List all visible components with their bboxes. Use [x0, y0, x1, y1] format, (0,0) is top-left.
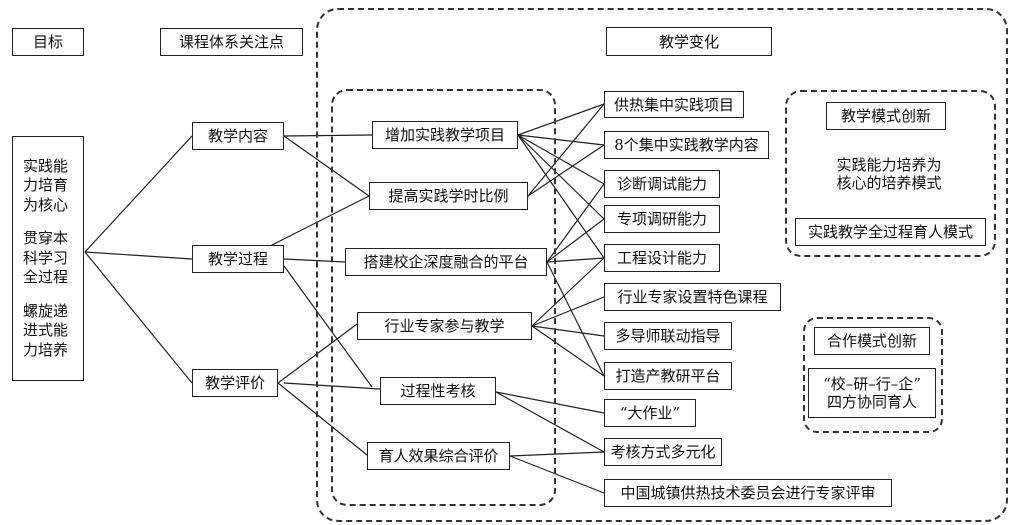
goal-line: 进式能 [23, 321, 69, 340]
connector [546, 218, 605, 263]
connector [283, 258, 346, 263]
connector [517, 103, 605, 136]
change-research-ability: 专项调研能力 [604, 205, 720, 233]
connector [546, 261, 605, 377]
teaching-mode-group [785, 90, 996, 257]
change-expert-courses: 行业专家设置特色课程 [604, 283, 781, 311]
connector [269, 195, 370, 247]
connector [517, 134, 605, 259]
change-big-assignment: “大作业” [604, 399, 696, 427]
change-8-practice-contents: 8个集中实践教学内容 [604, 131, 769, 159]
measure-experts: 行业专家参与教学 [357, 312, 532, 340]
connector [517, 134, 605, 146]
goal-line: 力培育 [23, 176, 69, 195]
teaching-mode-line: 实践能力培养为 [836, 156, 942, 174]
connector [531, 325, 605, 337]
change-design-ability: 工程设计能力 [604, 244, 720, 272]
goal-line: 力培养 [23, 340, 69, 359]
connector [546, 183, 605, 263]
change-platform-build: 打造产教研平台 [604, 362, 732, 390]
goal-line: 贯穿本 [23, 229, 69, 248]
change-multi-mentor: 多导师联动指导 [604, 322, 732, 350]
header-teaching-change: 教学变化 [606, 27, 772, 56]
connector [495, 391, 605, 453]
connector [531, 257, 605, 327]
coop-mode-line: “校–研–行–企” [823, 375, 921, 393]
connector [277, 382, 368, 456]
connector [509, 451, 605, 457]
measure-raise-ratio: 提高实践学时比例 [369, 182, 528, 210]
goal-line: 全过程 [23, 268, 69, 287]
connector [84, 251, 193, 384]
measure-add-projects: 增加实践教学项目 [372, 121, 518, 149]
goal-line: 实践能 [23, 156, 69, 175]
measure-overall-evaluation: 育人效果综合评价 [367, 442, 510, 470]
connector [527, 144, 605, 197]
change-diverse-assessment: 考核方式多元化 [604, 438, 722, 466]
connector [531, 296, 605, 327]
coop-mode-group [803, 317, 943, 433]
connector [495, 391, 605, 414]
measure-platform: 搭建校企深度融合的平台 [345, 248, 547, 276]
change-diagnosis-ability: 诊断调试能力 [604, 170, 720, 198]
connector [283, 135, 370, 197]
teaching-mode-title: 教学模式创新 [826, 102, 946, 130]
connector [283, 265, 373, 388]
focus-teaching-process: 教学过程 [192, 245, 284, 273]
goal-line: 科学习 [23, 248, 69, 267]
goal-box: 实践能 力培育 为核心 贯穿本 科学习 全过程 螺旋递 进式能 力培养 [12, 136, 84, 381]
connector [84, 135, 193, 253]
connector [546, 257, 605, 263]
focus-teaching-evaluation: 教学评价 [192, 369, 278, 397]
header-focus: 课程体系关注点 [160, 28, 303, 56]
teaching-mode-core: 实践能力培养为 核心的培养模式 [804, 150, 974, 198]
connector [283, 134, 373, 137]
connector [531, 325, 605, 377]
connector [84, 251, 193, 260]
measure-process-assessment: 过程性考核 [380, 377, 496, 405]
coop-mode-line: 四方协同育人 [826, 393, 917, 411]
teaching-change-group [316, 8, 1008, 522]
goal-line: 螺旋递 [23, 301, 69, 320]
coop-mode-desc: “校–研–行–企” 四方协同育人 [808, 368, 936, 418]
teaching-mode-line: 核心的培养模式 [836, 174, 942, 192]
teaching-mode-whole-process: 实践教学全过程育人模式 [795, 218, 986, 246]
change-heating-project: 供热集中实践项目 [604, 91, 744, 118]
header-goal: 目标 [12, 28, 84, 56]
measures-group [331, 89, 556, 506]
connector [517, 134, 605, 220]
connector [509, 455, 605, 494]
connector [517, 134, 605, 185]
change-expert-review: 中国城镇供热技术委员会进行专家评审 [604, 479, 892, 507]
focus-teaching-content: 教学内容 [192, 122, 284, 150]
goal-line: 为核心 [23, 195, 69, 214]
connector [527, 103, 605, 197]
coop-mode-title: 合作模式创新 [814, 327, 930, 355]
